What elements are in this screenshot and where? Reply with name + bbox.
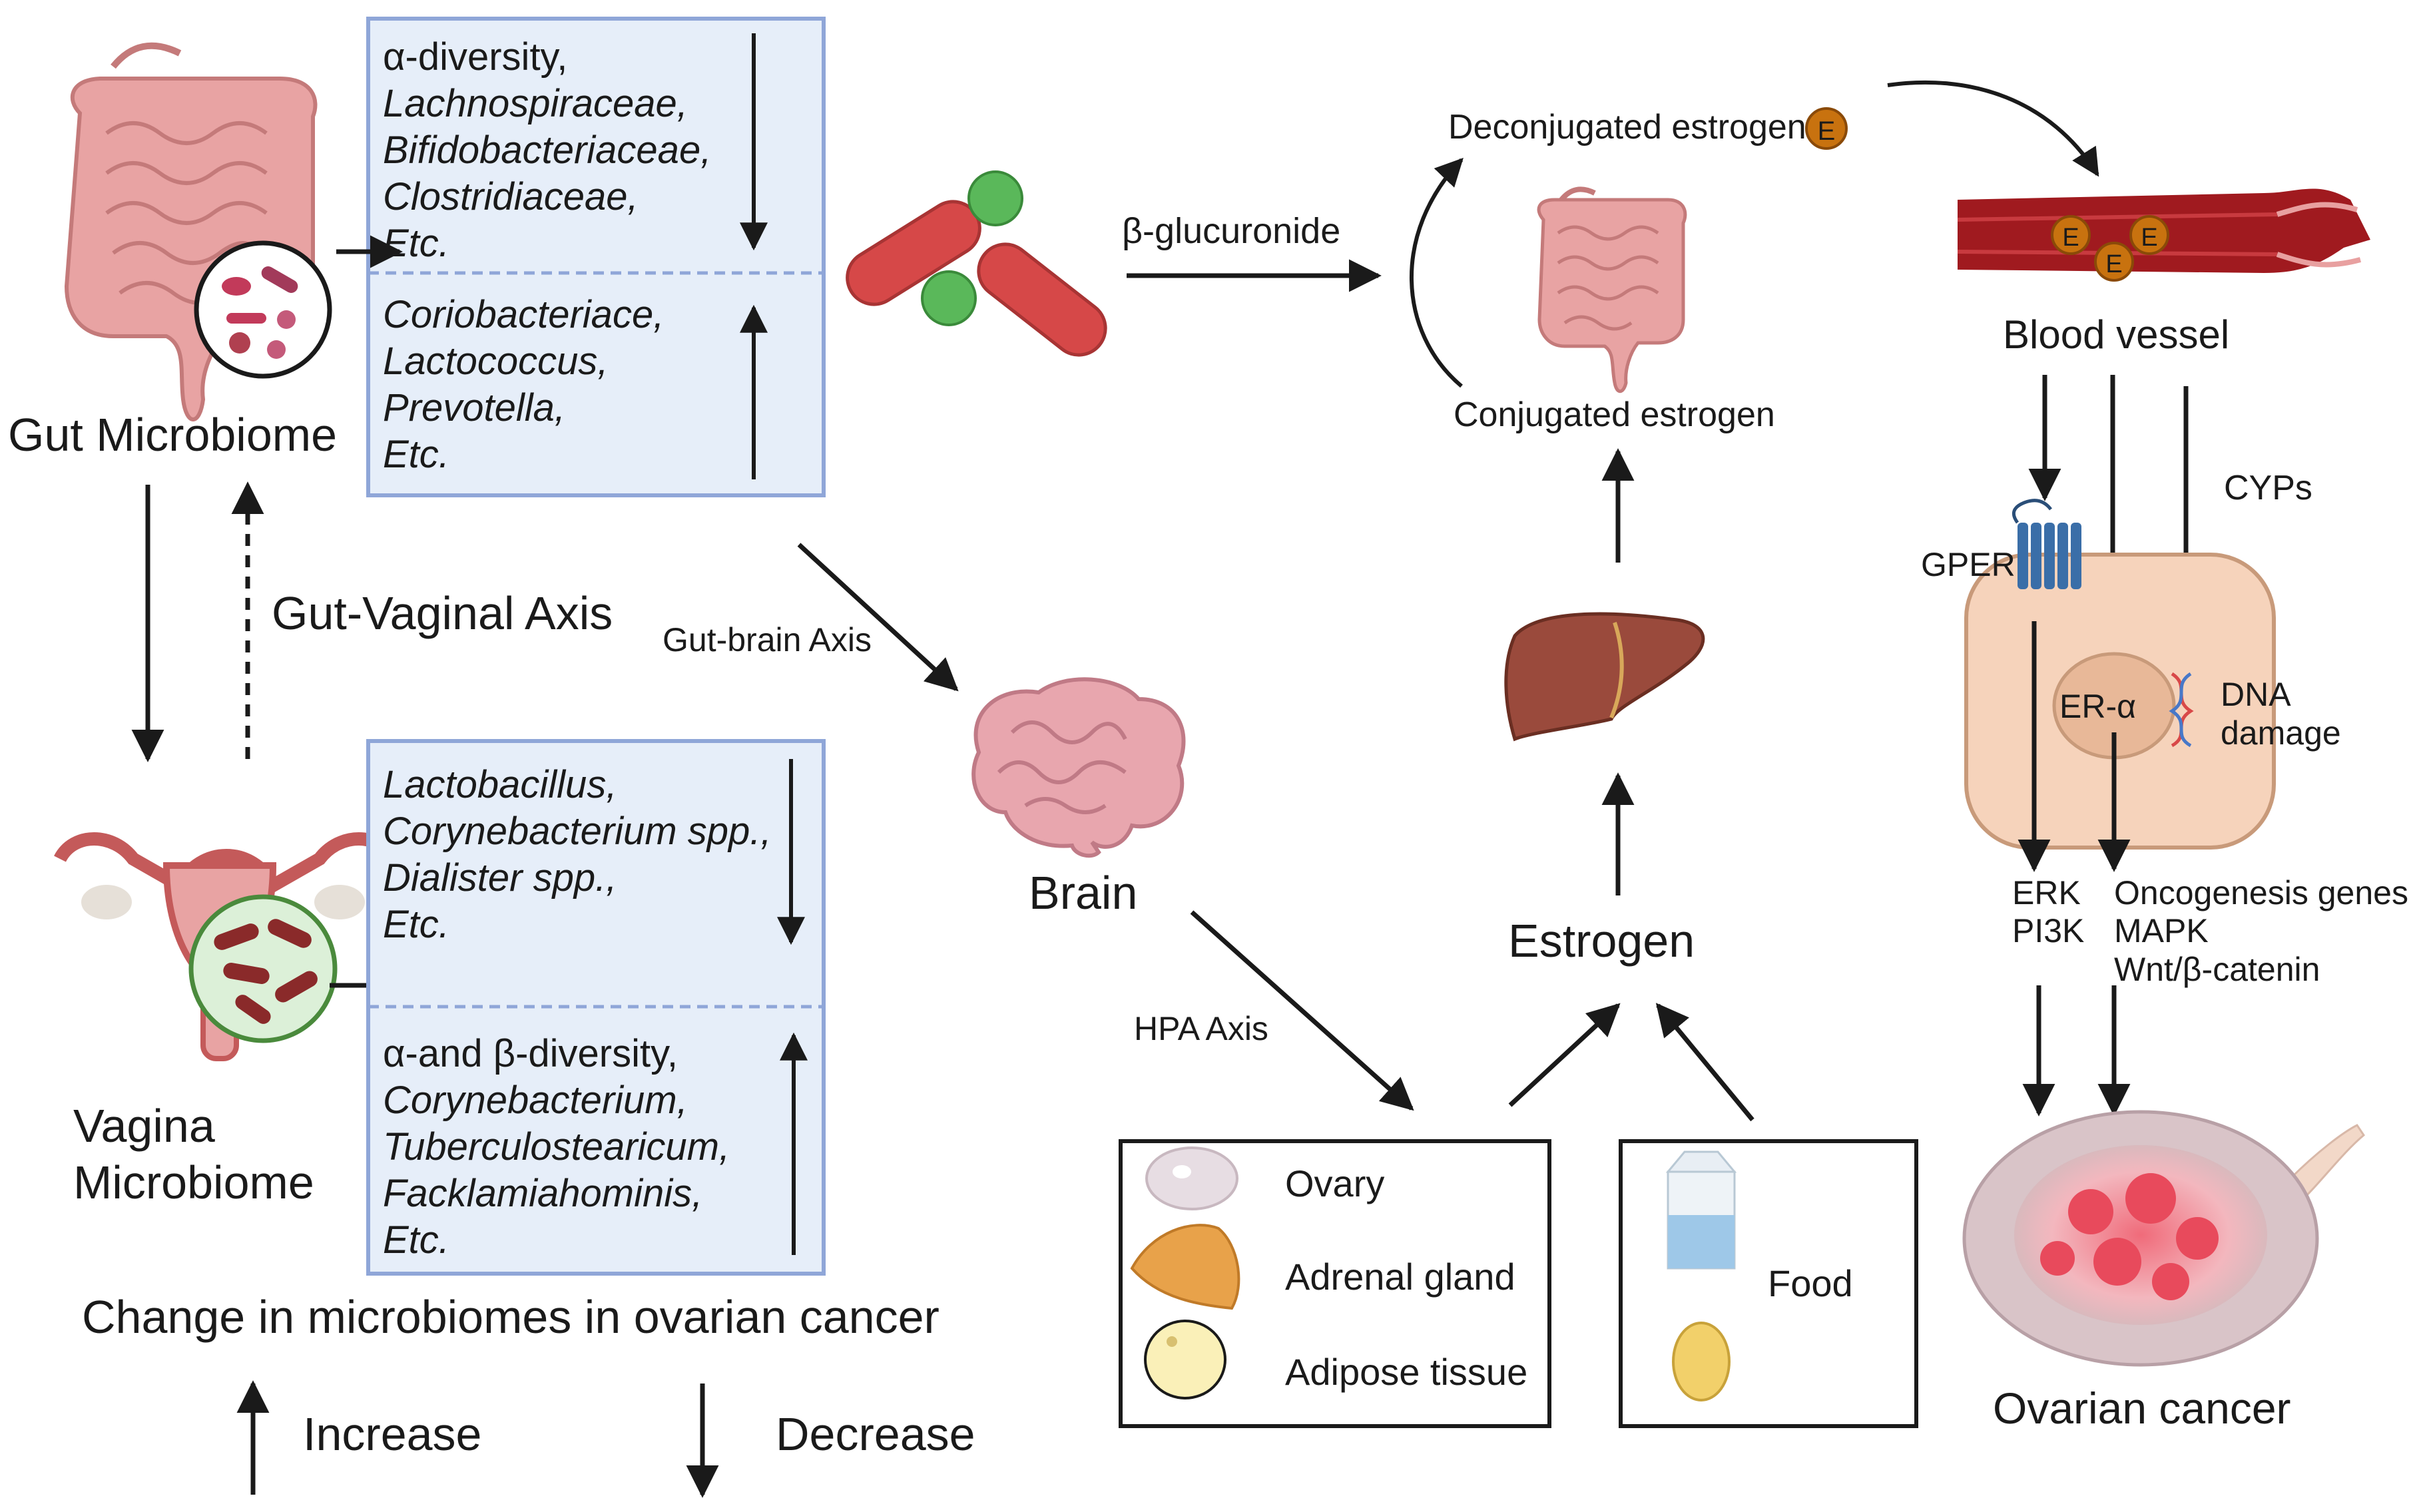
gut-microbiome-label: Gut Microbiome (8, 409, 337, 461)
ovary-label: Ovary (1285, 1162, 1384, 1204)
estrogen-molecule-icon: E (1805, 107, 1848, 150)
estrogen-label: Estrogen (1508, 915, 1695, 967)
legend-increase-label: Increase (303, 1408, 481, 1460)
hpa-axis-label: HPA Axis (1134, 1010, 1268, 1047)
blood-vessel-label: Blood vessel (2003, 312, 2229, 357)
deconjugated-to-blood-arrow (1887, 80, 2099, 177)
dna-damage-label-line1: DNA (2221, 676, 2291, 713)
conjugated-to-deconjugated-arrow (1409, 157, 1464, 388)
ovary-icon (1145, 1146, 1238, 1210)
gut-decrease-list: α-diversity, Lachnospiraceae, Bifidobact… (383, 35, 711, 265)
vagina-increase-item: Tuberculostearicum, (383, 1125, 730, 1168)
food-label: Food (1768, 1262, 1853, 1304)
er-alpha-label: ER-α (2059, 688, 2136, 725)
gut-vaginal-axis-label: Gut-Vaginal Axis (272, 587, 613, 639)
brain-icon (971, 677, 1186, 858)
gut-increase-item: Lactococcus, (383, 340, 609, 383)
gut-bacteria-magnifier-icon (194, 240, 332, 379)
brain-label: Brain (1029, 867, 1137, 919)
gut-decrease-item: Etc. (383, 222, 449, 265)
deconjugated-estrogen-label: Deconjugated estrogen (1448, 108, 1806, 146)
erk-label: ERK (2012, 874, 2081, 911)
gper-receptor-icon (2012, 499, 2081, 589)
gut-decrease-item: Clostridiaceae, (383, 175, 639, 218)
pi3k-label: PI3K (2012, 912, 2084, 949)
figure-caption: Change in microbiomes in ovarian cancer (82, 1291, 940, 1343)
vagina-decrease-item: Dialister spp., (383, 856, 617, 899)
gut-decrease-item: Lachnospiraceae, (383, 82, 688, 125)
dna-damage-label-line2: damage (2221, 714, 2341, 752)
gut-increase-item: Coriobacteriace, (383, 293, 664, 336)
vagina-microbiome-label-line1: Vagina (73, 1100, 215, 1152)
wnt-label: Wnt/β-catenin (2114, 951, 2320, 988)
gut-increase-item: Etc. (383, 433, 449, 476)
gut-decrease-item: α-diversity, (383, 35, 567, 79)
gper-label: GPER (1921, 546, 2016, 583)
bacteria-cluster-icon (846, 170, 1107, 357)
adrenal-gland-label: Adrenal gland (1285, 1256, 1515, 1298)
vagina-decrease-list: Lactobacillus, Corynebacterium spp., Dia… (383, 763, 771, 946)
gut-increase-list: Coriobacteriace, Lactococcus, Prevotella… (383, 293, 664, 476)
vagina-increase-item: α-and β-diversity, (383, 1032, 678, 1075)
liver-icon (1504, 612, 1705, 742)
estrogen-marker-label: E (1818, 117, 1836, 146)
estrogen-marker-label: E (2062, 224, 2079, 252)
beta-glucuronide-label: β-glucuronide (1122, 211, 1340, 251)
vagina-increase-list: α-and β-diversity, Corynebacterium, Tube… (383, 1032, 730, 1262)
cyps-label: CYPs (2224, 469, 2312, 507)
legend-decrease-label: Decrease (776, 1408, 975, 1460)
vagina-decrease-item: Lactobacillus, (383, 763, 617, 806)
estrogen-marker-label: E (2141, 224, 2157, 252)
intestine-icon (64, 42, 318, 421)
vagina-microbiome-label-line2: Microbiome (73, 1156, 314, 1208)
vagina-increase-item: Facklamiahominis, (383, 1172, 702, 1215)
sources-to-estrogen-arrow (1508, 1003, 1621, 1107)
dna-damage-icon (2169, 672, 2194, 748)
vagina-decrease-item: Etc. (383, 903, 449, 946)
estrogen-marker-label: E (2105, 250, 2122, 278)
hpa-arrow (1190, 910, 1414, 1111)
adipose-tissue-label: Adipose tissue (1285, 1351, 1527, 1393)
gut-decrease-increase-box (366, 17, 826, 497)
ovarian-tumor-icon (1962, 1110, 2365, 1367)
gut-decrease-item: Bifidobacteriaceae, (383, 128, 711, 172)
adrenal-gland-icon (1130, 1224, 1240, 1310)
vaginal-bacteria-magnifier-icon (188, 894, 338, 1043)
vagina-increase-item: Etc. (383, 1218, 449, 1262)
milk-carton-icon (1665, 1150, 1737, 1270)
vagina-decrease-item: Corynebacterium spp., (383, 810, 771, 853)
gut-brain-arrow (797, 543, 959, 692)
food-to-estrogen-arrow (1655, 1003, 1754, 1122)
estrogen-molecules-in-vessel: E E E (2051, 215, 2169, 282)
ovarian-cancer-label: Ovarian cancer (1993, 1384, 2291, 1433)
mapk-label: MAPK (2114, 912, 2209, 949)
vagina-increase-item: Corynebacterium, (383, 1079, 688, 1122)
intestine-small-icon (1537, 186, 1687, 393)
oncogenesis-genes-label: Oncogenesis genes (2114, 874, 2408, 911)
conjugated-estrogen-label: Conjugated estrogen (1454, 395, 1775, 434)
gut-increase-item: Prevotella, (383, 386, 565, 429)
soybean-icon (1672, 1322, 1731, 1401)
adipose-tissue-icon (1144, 1320, 1226, 1399)
gut-brain-axis-label: Gut-brain Axis (663, 621, 872, 658)
